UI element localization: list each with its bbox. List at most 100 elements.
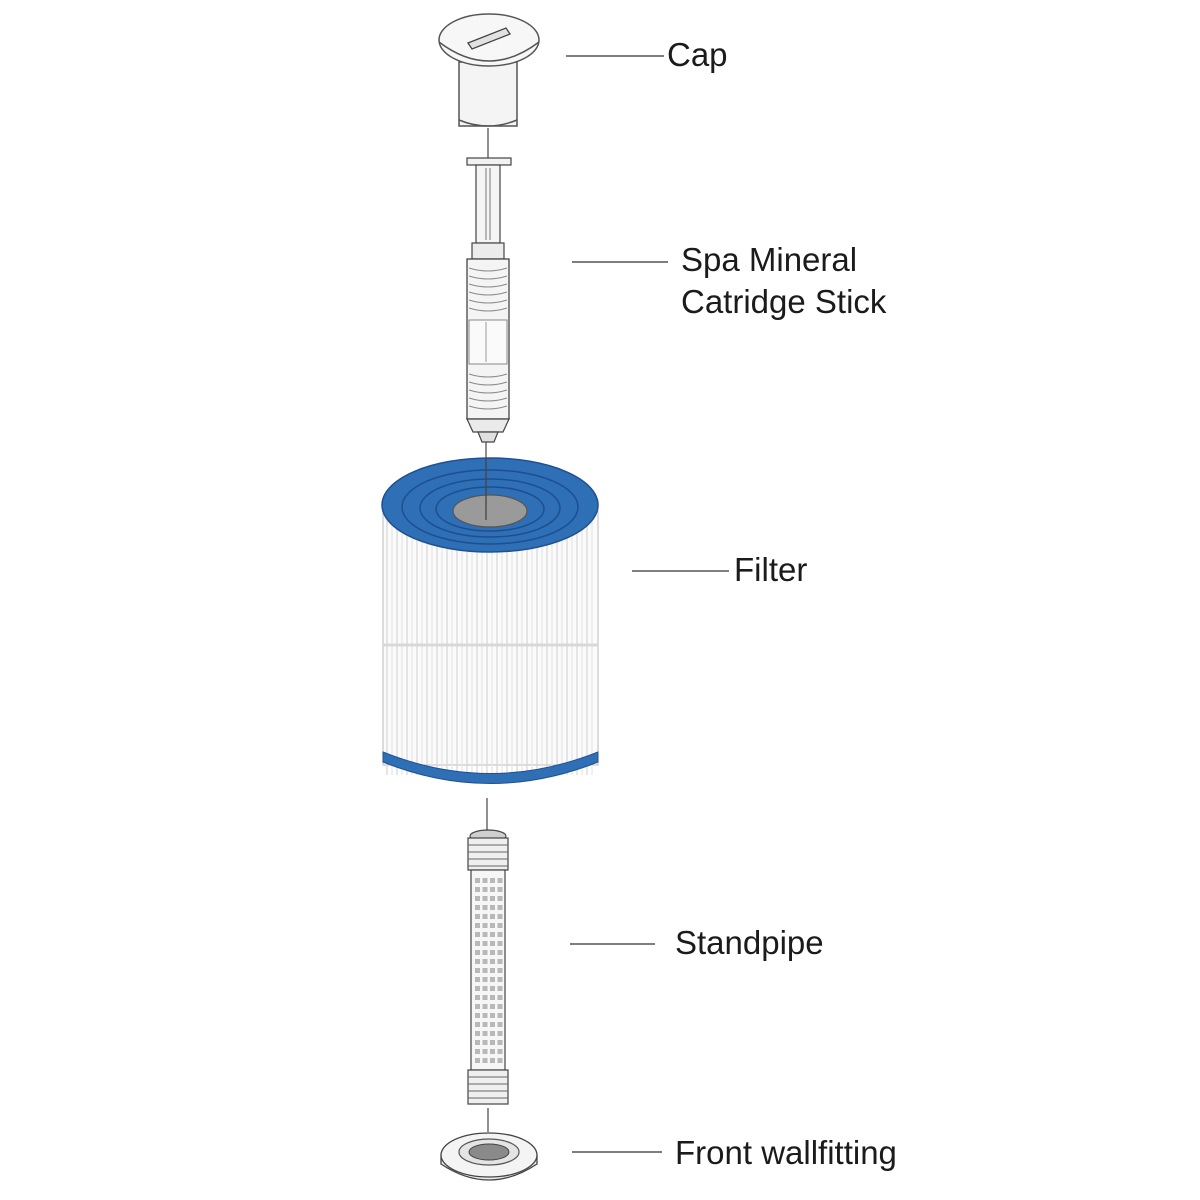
standpipe-thread-bottom: [467, 1069, 509, 1105]
standpipe-slot: [475, 995, 480, 1000]
standpipe-slot: [490, 959, 495, 964]
label-cartridge-line1: Spa Mineral: [681, 241, 858, 278]
cap-body: [458, 61, 518, 127]
standpipe-slot: [475, 950, 480, 955]
standpipe-threads-lower: [468, 1076, 508, 1099]
standpipe-slot: [490, 968, 495, 973]
standpipe-slot: [497, 959, 503, 964]
standpipe-slot: [482, 887, 488, 892]
standpipe-slot: [490, 977, 495, 982]
standpipe-slot: [490, 986, 495, 991]
standpipe-slot: [497, 995, 503, 1000]
stick-band: [468, 319, 508, 365]
standpipe-slot: [497, 1058, 503, 1063]
cap-slot: [467, 27, 511, 50]
mesh-stripe: [468, 373, 508, 378]
stick-mesh-upper: [468, 267, 508, 312]
standpipe-slot: [482, 914, 488, 919]
standpipe-slot: [482, 995, 488, 1000]
standpipe-slot: [482, 1031, 488, 1036]
leader-lines: [566, 55, 729, 1153]
standpipe-slot: [490, 1013, 495, 1018]
mesh-stripe: [468, 283, 508, 288]
standpipe-slot: [490, 1004, 495, 1009]
mesh-stripe: [468, 275, 508, 280]
standpipe-slot: [490, 905, 495, 910]
standpipe-slot: [475, 932, 480, 937]
standpipe-slot: [482, 986, 488, 991]
standpipe-slot: [482, 1004, 488, 1009]
stick-shaft: [475, 164, 501, 244]
standpipe-slot: [497, 977, 503, 982]
standpipe-slot: [490, 1022, 495, 1027]
standpipe-slot: [475, 896, 480, 901]
standpipe-slot: [497, 914, 503, 919]
standpipe-slot: [475, 977, 480, 982]
standpipe-slot: [475, 1013, 480, 1018]
standpipe-slot: [475, 1058, 480, 1063]
filter-ring: [435, 486, 545, 532]
standpipe-slot: [482, 977, 488, 982]
filter-ring: [419, 478, 561, 538]
standpipe-slot: [482, 968, 488, 973]
stick-mesh-lower: [468, 373, 508, 410]
standpipe-slot: [490, 1040, 495, 1045]
mesh-stripe: [468, 267, 508, 272]
standpipe-slot: [475, 986, 480, 991]
filter-bottom-band: [382, 751, 599, 784]
standpipe-slot: [482, 1058, 488, 1063]
standpipe-slot: [497, 1031, 503, 1036]
filter-ring: [401, 469, 579, 545]
standpipe-slot: [475, 1031, 480, 1036]
standpipe-slot: [490, 887, 495, 892]
standpipe-slot: [475, 941, 480, 946]
standpipe-slot: [497, 1004, 503, 1009]
mesh-stripe: [468, 389, 508, 394]
standpipe-slot: [497, 905, 503, 910]
wallfitting-part: [440, 1132, 538, 1181]
standpipe-slot: [482, 941, 488, 946]
mesh-stripe: [468, 397, 508, 402]
standpipe-slot: [490, 878, 495, 883]
filter-pleats: [386, 520, 593, 775]
standpipe-slot: [475, 959, 480, 964]
mesh-stripe: [468, 381, 508, 386]
standpipe-slot: [497, 1040, 503, 1045]
cap-body-bottom: [458, 119, 518, 127]
standpipe-threads-upper: [468, 844, 508, 867]
standpipe-slot: [490, 941, 495, 946]
stick-collar: [471, 242, 505, 260]
standpipe-slot: [497, 878, 503, 883]
standpipe-slot: [497, 1013, 503, 1018]
standpipe-slot: [482, 878, 488, 883]
label-cap: Cap: [667, 36, 728, 73]
label-standpipe: Standpipe: [675, 924, 824, 961]
standpipe-slot: [490, 914, 495, 919]
standpipe-slot: [490, 1058, 495, 1063]
cap-part: [438, 13, 540, 127]
mesh-stripe: [468, 307, 508, 312]
standpipe-thread-top: [467, 837, 509, 871]
standpipe-slot: [497, 968, 503, 973]
standpipe-slot: [497, 941, 503, 946]
standpipe-slot: [482, 1022, 488, 1027]
standpipe-slot: [482, 896, 488, 901]
cap-rim: [438, 41, 540, 62]
standpipe-slot: [482, 1049, 488, 1054]
standpipe-slot: [490, 950, 495, 955]
standpipe-slot: [475, 923, 480, 928]
filter-part: [381, 457, 599, 784]
standpipe-slot: [490, 995, 495, 1000]
standpipe-slot: [475, 878, 480, 883]
cartridge-stick-part: [466, 157, 512, 443]
mesh-stripe: [468, 299, 508, 304]
stick-flange: [466, 157, 512, 166]
standpipe-slot: [490, 896, 495, 901]
standpipe-slot: [490, 932, 495, 937]
standpipe-slot: [475, 905, 480, 910]
standpipe-slot: [490, 1031, 495, 1036]
stick-tip: [466, 418, 510, 433]
standpipe-slot: [482, 950, 488, 955]
standpipe-slot: [482, 1013, 488, 1018]
standpipe-slot: [475, 1004, 480, 1009]
